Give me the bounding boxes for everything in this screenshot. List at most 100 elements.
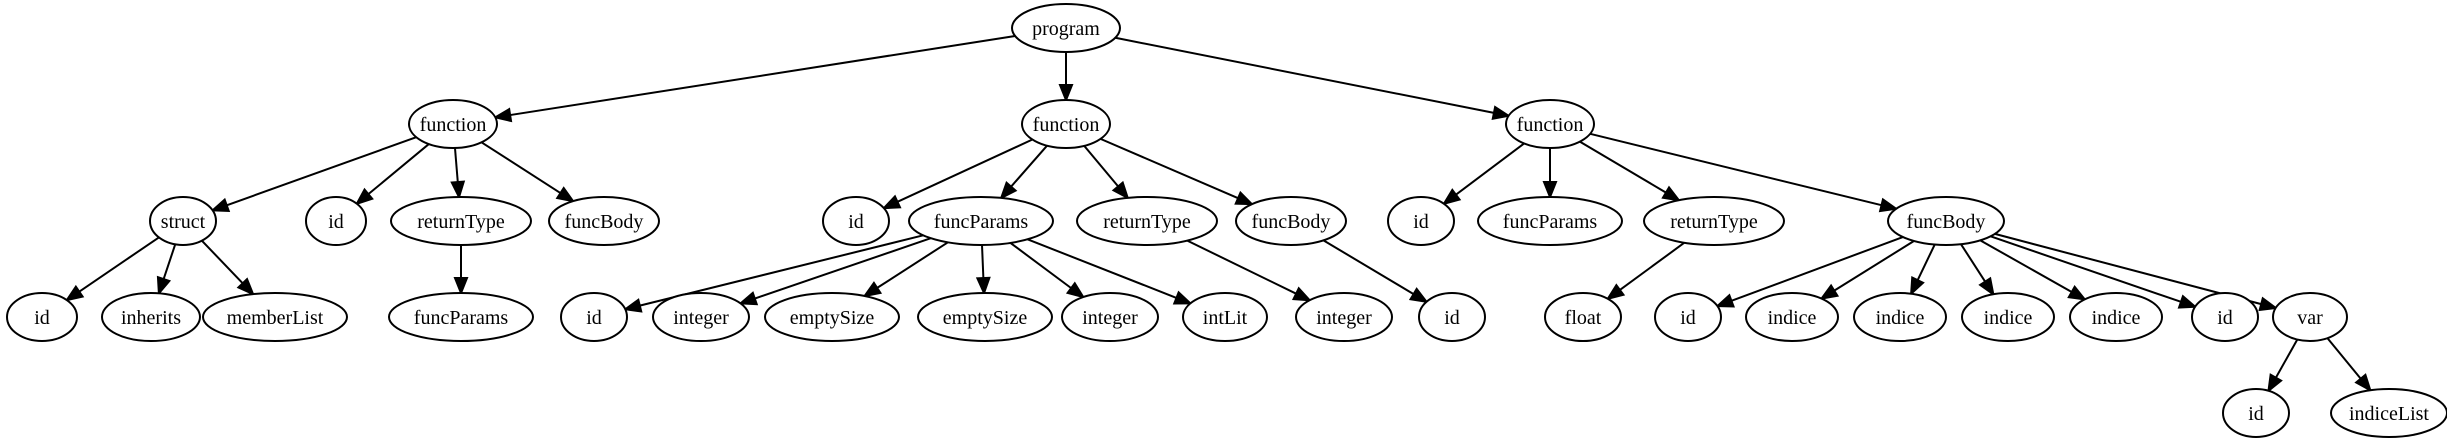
arrowhead-icon [354, 187, 374, 206]
node-ellipse [1011, 3, 1121, 53]
edge-f1-to-f1-return-type [450, 147, 466, 200]
arrowhead-icon [862, 281, 883, 298]
node-ellipse [1387, 196, 1455, 246]
arrowhead-icon [210, 197, 231, 212]
edge-f2-to-f2-id [881, 138, 1033, 210]
edge-f3-to-f3-id [1441, 142, 1525, 206]
edge-line [1115, 36, 1495, 114]
node-f2-return-type: returnType [1076, 196, 1218, 246]
edge-line [1455, 142, 1525, 196]
node-label: returnType [417, 211, 505, 233]
edge-line [2326, 337, 2362, 380]
node-ellipse [1544, 292, 1622, 342]
edge-line [1833, 240, 1915, 292]
node-program: program [1011, 3, 1121, 53]
edge-f3-func-body-to-fb3-id2 [1990, 235, 2198, 309]
arrowhead-icon [2258, 296, 2279, 312]
node-ellipse [764, 292, 900, 342]
node-f1: function [408, 99, 498, 149]
node-f2-func-params: funcParams [908, 196, 1054, 246]
edge-line [1027, 238, 1177, 299]
node-f2: function [1021, 99, 1111, 149]
arrowhead-icon [1978, 276, 1995, 297]
node-rt2-integer: integer [1295, 292, 1393, 342]
node-fb3-id1: id [1654, 292, 1722, 342]
arrowhead-icon [2067, 284, 2088, 301]
node-fb3-indice1: indice [1745, 292, 1839, 342]
node-ellipse [1061, 292, 1159, 342]
node-label: function [1517, 114, 1584, 136]
node-label: id [1680, 307, 1696, 329]
node-label: indiceList [2349, 403, 2429, 425]
edge-line [480, 141, 562, 194]
nodes-layer: program function function function struct id r… [6, 3, 2447, 438]
edge-f1-struct-to-s-inherits [156, 244, 177, 296]
arrowhead-icon [1172, 290, 1193, 305]
node-fp-id: id [560, 292, 628, 342]
edge-line [2274, 339, 2299, 379]
arrowhead-icon [1441, 188, 1462, 206]
node-ellipse [1477, 196, 1623, 246]
node-ellipse [1295, 292, 1393, 342]
edge-f1-to-f1-struct [210, 136, 417, 212]
node-label: funcBody [1252, 211, 1331, 233]
node-label: funcBody [1907, 211, 1986, 233]
node-ellipse [908, 196, 1054, 246]
arrowhead-icon [492, 107, 513, 123]
node-ellipse [1654, 292, 1722, 342]
edge-f2-func-body-to-fb2-id [1322, 239, 1429, 304]
arrowhead-icon [1234, 190, 1255, 206]
edge-line [162, 244, 177, 280]
node-label: indice [1876, 307, 1925, 329]
node-f3-func-params: funcParams [1477, 196, 1623, 246]
edge-line [1960, 243, 1987, 283]
node-label: returnType [1103, 211, 1191, 233]
node-label: function [420, 114, 487, 136]
edge-line [509, 34, 1016, 117]
arrowhead-icon [999, 181, 1018, 200]
arrowhead-icon [453, 277, 469, 296]
edge-f2-return-type-to-rt2-integer [1186, 239, 1313, 302]
edge-line [78, 236, 160, 293]
edge-f3-to-f3-func-body [1589, 132, 1899, 213]
node-s-inherits: inherits [101, 292, 201, 342]
edge-f1-struct-to-s-member-list [201, 239, 255, 297]
edge-line [1322, 239, 1415, 295]
arrowhead-icon [738, 291, 759, 306]
arrowhead-icon [1542, 181, 1558, 200]
node-fp-empty-size2: emptySize [917, 292, 1053, 342]
arrowhead-icon [1661, 185, 1682, 202]
node-label: integer [673, 307, 729, 329]
arrowhead-icon [1909, 276, 1925, 297]
node-label: struct [161, 211, 206, 233]
node-f2-func-body: funcBody [1235, 196, 1347, 246]
node-ellipse [388, 292, 534, 342]
edge-line [201, 239, 244, 285]
arrowhead-icon [1408, 287, 1429, 304]
node-fp-int-lit: intLit [1182, 292, 1268, 342]
node-label: id [1444, 307, 1460, 329]
arrowhead-icon [2267, 373, 2283, 394]
node-label: id [328, 211, 344, 233]
node-ellipse [390, 196, 532, 246]
edge-f3-func-body-to-fb3-id1 [1714, 236, 1904, 308]
edge-f2-func-params-to-fp-int-lit [1027, 238, 1193, 305]
node-var-indice-list: indiceList [2330, 388, 2447, 438]
node-label: integer [1316, 307, 1372, 329]
edge-f1-struct-to-s-id [64, 236, 160, 302]
node-label: funcBody [565, 211, 644, 233]
node-s-id: id [6, 292, 78, 342]
edge-f3-func-body-to-fb3-var [1994, 232, 2279, 312]
node-label: float [1565, 307, 1602, 329]
arrowhead-icon [236, 277, 255, 297]
node-f1-func-body: funcBody [548, 196, 660, 246]
arrowhead-icon [881, 194, 902, 210]
node-ellipse [2330, 388, 2447, 438]
edge-f3-func-body-to-fb3-indice3 [1960, 243, 1995, 297]
edge-line [1994, 232, 2262, 306]
edge-program-to-f1 [492, 34, 1016, 123]
edge-line [1990, 235, 2182, 303]
edge-f2-to-f2-return-type [1083, 145, 1130, 200]
node-fb3-indice3: indice [1961, 292, 2055, 342]
edge-line [1009, 242, 1072, 289]
